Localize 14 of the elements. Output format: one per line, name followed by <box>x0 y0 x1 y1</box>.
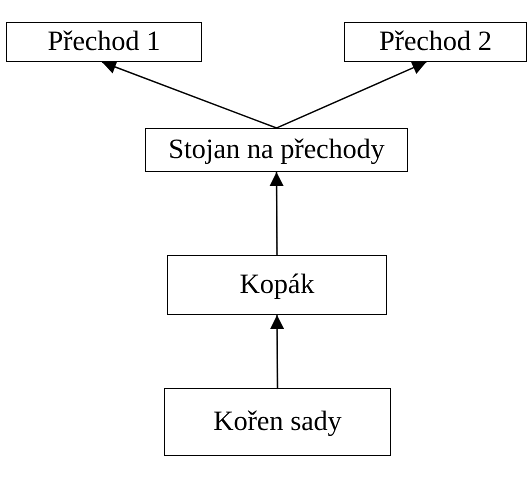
box-label: Kopák <box>240 269 314 301</box>
arrow <box>270 172 284 255</box>
process-box <box>167 255 387 315</box>
process-box <box>6 22 202 62</box>
box-label: Stojan na přechody <box>168 134 385 166</box>
process-box <box>145 128 408 172</box>
arrow <box>276 61 427 129</box>
arrow <box>270 315 284 388</box>
arrow <box>102 60 277 129</box>
box-label: Přechod 2 <box>379 26 492 58</box>
process-box <box>344 22 527 62</box>
box-label: Přechod 1 <box>48 26 160 58</box>
process-box <box>164 388 391 456</box>
box-label: Kořen sady <box>213 406 342 438</box>
